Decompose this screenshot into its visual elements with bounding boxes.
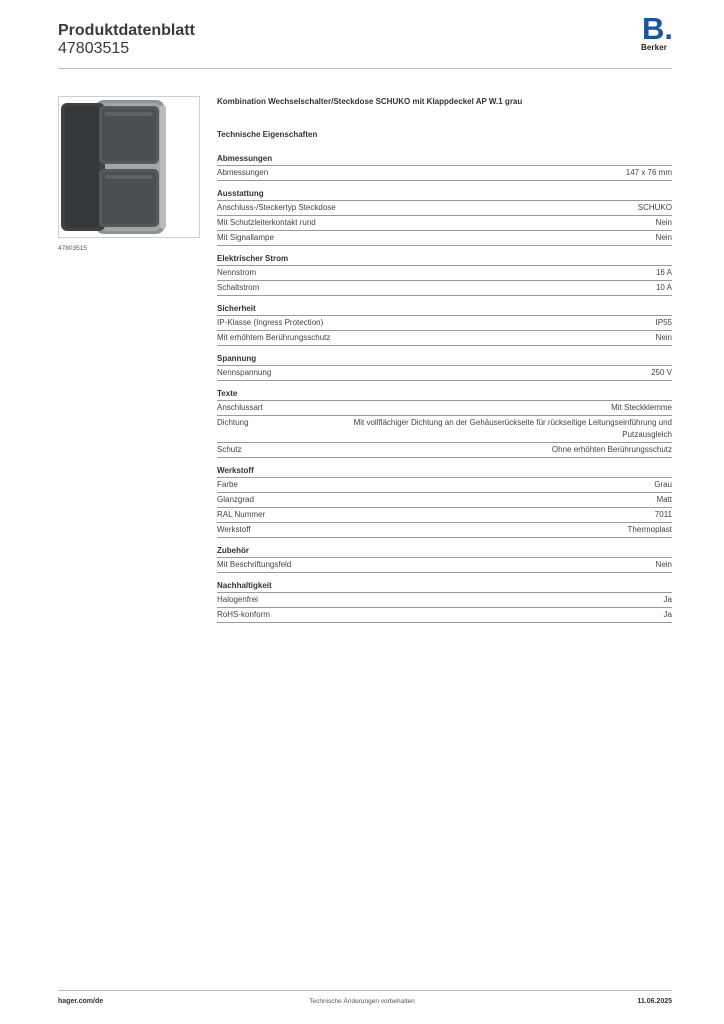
property-label: RoHS-konform	[217, 610, 270, 619]
property-value: Mit Steckklemme	[611, 403, 672, 412]
property-value: Mit vollflächiger Dichtung an der Gehäus…	[353, 418, 672, 439]
section-heading: Werkstoff	[217, 466, 254, 475]
property-label: Dichtung	[217, 418, 249, 427]
property-value: Nein	[655, 218, 672, 227]
property-value: IP55	[655, 318, 672, 327]
property-label: Anschlussart	[217, 403, 263, 412]
property-value: Ohne erhöhten Berührungsschutz	[551, 445, 672, 454]
property-row: Farbe Grau	[217, 477, 672, 492]
property-value: 7011	[654, 510, 672, 519]
product-image	[58, 96, 200, 238]
product-photo-icon	[61, 100, 166, 234]
property-label: Farbe	[217, 480, 238, 489]
datasheet-main: Kombination Wechselschalter/Steckdose SC…	[217, 96, 672, 623]
property-row: IP-Klasse (Ingress Protection) IP55	[217, 315, 672, 330]
property-value: Thermoplast	[627, 525, 672, 534]
property-row: Dichtung Mit vollflächiger Dichtung an de…	[217, 415, 672, 442]
section-heading: Sicherheit	[217, 304, 256, 313]
property-value: Matt	[656, 495, 672, 504]
footer-website: hager.com/de	[58, 998, 104, 1005]
property-value: 16 A	[655, 268, 672, 277]
property-label: Schaltstrom	[217, 283, 260, 292]
property-row: RoHS-konform Ja	[217, 607, 672, 623]
property-row: Mit erhöhtem Berührungsschutz Nein	[217, 330, 672, 346]
property-label: Werkstoff	[217, 525, 251, 534]
property-label: Mit Signallampe	[217, 233, 274, 242]
logo-wordmark: Berker	[641, 43, 667, 52]
footer-date: 11.06.2025	[637, 998, 672, 1005]
section-heading: Abmessungen	[217, 154, 273, 163]
property-row: Halogenfrei Ja	[217, 592, 672, 607]
property-value: 147 x 76 mm	[625, 168, 672, 177]
property-row: Anschlussart Mit Steckklemme	[217, 400, 672, 415]
property-label: Halogenfrei	[217, 595, 258, 604]
footer-divider	[58, 990, 672, 991]
section-heading: Nachhaltigkeit	[217, 581, 272, 590]
section-heading: Spannung	[217, 354, 257, 363]
section-heading: Zubehör	[217, 546, 249, 555]
property-value: 250 V	[651, 368, 672, 377]
section-heading: Ausstattung	[217, 189, 264, 198]
property-label: Mit Beschriftungsfeld	[217, 560, 292, 569]
property-value: Nein	[655, 233, 672, 242]
property-value: Ja	[663, 595, 672, 604]
section-heading: Elektrischer Strom	[217, 254, 289, 263]
property-label: Mit erhöhtem Berührungsschutz	[217, 333, 331, 342]
property-value: Nein	[655, 333, 672, 342]
property-label: Nennstrom	[217, 268, 257, 277]
property-row: Schutz Ohne erhöhten Berührungsschutz	[217, 442, 672, 458]
property-row: Mit Schutzleiterkontakt rund Nein	[217, 215, 672, 230]
image-caption: 47803515	[58, 245, 87, 252]
property-label: IP-Klasse (Ingress Protection)	[217, 318, 324, 327]
property-value: Ja	[663, 610, 672, 619]
properties-title: Technische Eigenschaften	[217, 130, 318, 139]
section-heading: Texte	[217, 389, 238, 398]
product-title: Kombination Wechselschalter/Steckdose SC…	[217, 97, 523, 106]
property-row: Schaltstrom 10 A	[217, 280, 672, 296]
property-label: Glanzgrad	[217, 495, 254, 504]
logo-mark: B.	[642, 11, 673, 46]
property-row: Mit Signallampe Nein	[217, 230, 672, 246]
property-row: Nennstrom 16 A	[217, 265, 672, 280]
property-row: Abmessungen 147 x 76 mm	[217, 165, 672, 181]
property-label: RAL Nummer	[217, 510, 266, 519]
property-value: Grau	[654, 480, 672, 489]
header-divider	[58, 68, 672, 69]
property-row: Nennspannung 250 V	[217, 365, 672, 381]
footer-disclaimer: Technische Änderungen vorbehalten	[309, 998, 415, 1005]
property-label: Mit Schutzleiterkontakt rund	[217, 218, 316, 227]
berker-logo: B. Berker	[640, 12, 676, 56]
property-label: Anschluss-/Steckertyp Steckdose	[217, 203, 336, 212]
property-row: Anschluss-/Steckertyp Steckdose SCHUKO	[217, 200, 672, 215]
property-label: Abmessungen	[217, 168, 269, 177]
page-title: Produktdatenblatt	[58, 22, 195, 39]
article-number: 47803515	[58, 40, 130, 57]
property-row: RAL Nummer 7011	[217, 507, 672, 522]
property-value: Nein	[655, 560, 672, 569]
property-row: Glanzgrad Matt	[217, 492, 672, 507]
property-label: Schutz	[217, 445, 242, 454]
property-label: Nennspannung	[217, 368, 272, 377]
property-value: 10 A	[655, 283, 672, 292]
property-value: SCHUKO	[637, 203, 672, 212]
property-row: Werkstoff Thermoplast	[217, 522, 672, 538]
property-row: Mit Beschriftungsfeld Nein	[217, 557, 672, 573]
